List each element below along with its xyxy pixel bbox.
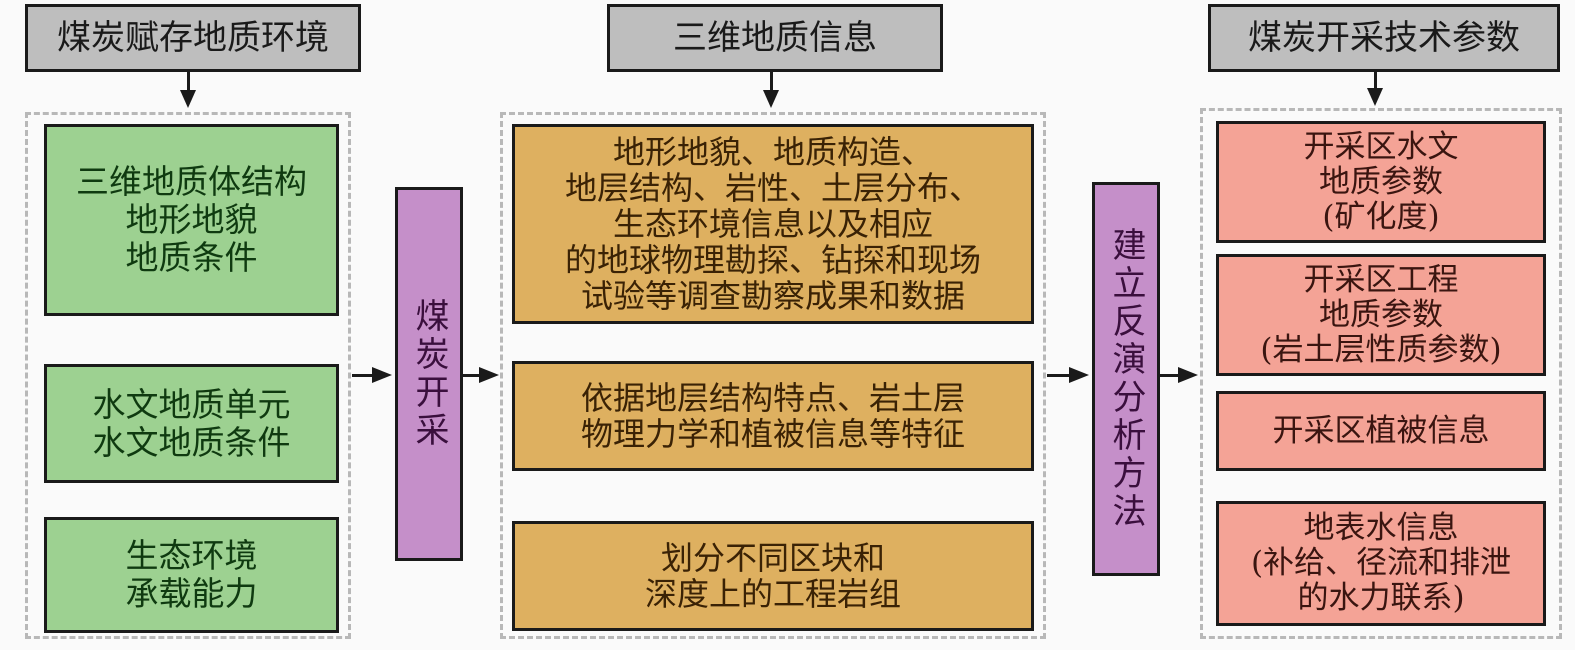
arrowhead-icon xyxy=(479,367,499,383)
text-line: 开采区水文 xyxy=(1303,128,1459,165)
arrow-right-2 xyxy=(463,374,481,377)
box-survey-data: 地形地貌、地质构造、 地层结构、岩性、土层分布、 生态环境信息以及相应 的地球物… xyxy=(512,124,1034,324)
arrow-right-1 xyxy=(352,374,374,377)
text-line: 地表水信息 xyxy=(1303,510,1459,546)
text-line: 水文地质条件 xyxy=(92,422,291,462)
text-line: (岩土层性质参数) xyxy=(1260,331,1502,368)
text-line: 开采区植被信息 xyxy=(1272,412,1490,449)
arrowhead-icon xyxy=(372,367,392,383)
text-line: 地质条件 xyxy=(125,238,258,277)
arrowhead-icon xyxy=(1178,367,1198,383)
arrowhead-icon xyxy=(180,90,196,108)
text-line: 地质参数 xyxy=(1319,163,1443,200)
text-line: 地层结构、岩性、土层分布、 xyxy=(564,169,981,207)
process-label: 煤炭开采 xyxy=(409,298,449,450)
group-middle xyxy=(500,112,1046,639)
box-surface-water: 地表水信息 (补给、径流和排泄 的水力联系) xyxy=(1216,501,1546,626)
header-3d-geological-info: 三维地质信息 xyxy=(607,4,943,72)
text-line: (补给、径流和排泄 xyxy=(1250,545,1512,581)
process-coal-mining: 煤炭开采 xyxy=(395,187,463,561)
text-line: 开采区工程 xyxy=(1303,261,1459,298)
text-line: 水文地质单元 xyxy=(92,384,291,424)
arrow-down-2 xyxy=(770,72,773,92)
header-mining-parameters: 煤炭开采技术参数 xyxy=(1208,4,1560,72)
text-line: 三维地质体结构 xyxy=(76,162,307,201)
header-label: 煤炭开采技术参数 xyxy=(1248,18,1520,58)
box-rock-groups: 划分不同区块和 深度上的工程岩组 xyxy=(512,521,1034,631)
header-geological-environment: 煤炭赋存地质环境 xyxy=(25,4,361,72)
arrow-right-3 xyxy=(1047,374,1071,377)
box-engineering-parameters: 开采区工程 地质参数 (岩土层性质参数) xyxy=(1216,254,1546,376)
text-line: 依据地层结构特点、岩土层 xyxy=(580,379,965,417)
box-hydrogeology: 水文地质单元 水文地质条件 xyxy=(44,364,339,483)
box-hydro-parameters: 开采区水文 地质参数 (矿化度) xyxy=(1216,121,1546,243)
box-vegetation-info: 开采区植被信息 xyxy=(1216,391,1546,471)
arrowhead-icon xyxy=(1069,367,1089,383)
box-3d-structure: 三维地质体结构 地形地貌 地质条件 xyxy=(44,124,339,316)
process-inversion-analysis: 建立反演分析方法 xyxy=(1092,182,1160,576)
arrowhead-icon xyxy=(763,90,779,108)
text-line: 地质参数 xyxy=(1319,296,1443,333)
text-line: 生态环境 xyxy=(125,536,258,575)
text-line: 地形地貌 xyxy=(125,200,258,239)
text-line: 深度上的工程岩组 xyxy=(644,575,901,613)
group-left xyxy=(25,112,351,639)
header-label: 煤炭赋存地质环境 xyxy=(57,18,329,58)
text-line: 试验等调查勘察成果和数据 xyxy=(580,277,965,315)
arrow-down-3 xyxy=(1374,72,1377,90)
text-line: 划分不同区块和 xyxy=(660,539,885,577)
arrow-down-1 xyxy=(187,72,190,92)
arrow-right-4 xyxy=(1160,374,1180,377)
text-line: 的水力联系) xyxy=(1297,580,1465,616)
text-line: 的地球物理勘探、钻探和现场 xyxy=(564,241,981,279)
text-line: 物理力学和植被信息等特征 xyxy=(580,415,965,453)
text-line: 承载能力 xyxy=(125,574,258,613)
box-stratum-features: 依据地层结构特点、岩土层 物理力学和植被信息等特征 xyxy=(512,361,1034,471)
text-line: (矿化度) xyxy=(1322,198,1440,235)
group-right xyxy=(1200,108,1562,639)
process-label: 建立反演分析方法 xyxy=(1106,227,1146,531)
header-label: 三维地质信息 xyxy=(673,18,877,58)
arrowhead-icon xyxy=(1367,88,1383,106)
text-line: 地形地貌、地质构造、 xyxy=(612,133,933,171)
box-ecological-capacity: 生态环境 承载能力 xyxy=(44,517,339,633)
text-line: 生态环境信息以及相应 xyxy=(612,205,933,243)
